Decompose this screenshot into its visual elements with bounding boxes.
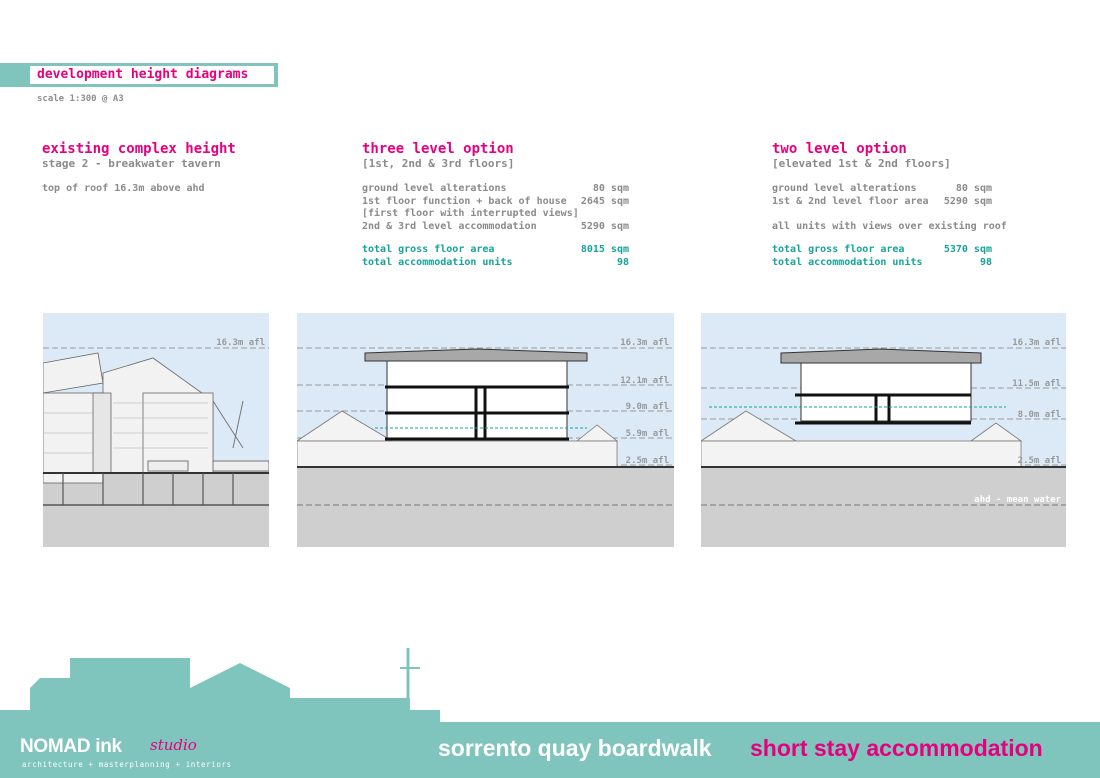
stat-value: 2645 sqm [580, 195, 629, 207]
stat-row: 1st floor function + back of house 2645 s… [362, 196, 629, 209]
stat-row: all units with views over existing roof [772, 221, 1007, 234]
total-value: 8015 sqm [580, 244, 629, 256]
three-level-stats: ground level alterations 80 sqm 1st floor… [362, 183, 629, 270]
stat-label: ground level alterations [362, 183, 507, 194]
total-value: 98 [616, 256, 629, 268]
stat-row: 2nd & 3rd level accommodation 5290 sqm [362, 221, 629, 234]
scale-note: scale 1:300 @ A3 [37, 94, 124, 104]
level-label: 16.3m afl [216, 338, 265, 348]
footer-band [0, 722, 1100, 778]
stat-label: [first floor with interrupted views] [362, 208, 579, 220]
level-label: 5.9m afl [626, 429, 669, 439]
stat-label: 1st & 2nd level floor area [772, 195, 929, 207]
title-band-inner [30, 66, 274, 84]
footer-silhouette [0, 648, 440, 724]
logo-tagline: architecture + masterplanning + interior… [22, 760, 232, 769]
level-label: 2.5m afl [1018, 456, 1061, 466]
total-row: total gross floor area 8015 sqm [362, 244, 629, 257]
total-row: total gross floor area 5370 sqm [772, 244, 992, 257]
total-label: total accommodation units [362, 256, 513, 268]
level-label: 12.1m afl [620, 376, 669, 386]
total-label: total gross floor area [362, 244, 495, 256]
three-level-section-diagram: 16.3m afl 12.1m afl 9.0m afl 5.9m afl 2.… [297, 313, 674, 547]
existing-subtitle: stage 2 - breakwater tavern [42, 157, 221, 170]
total-value: 5370 sqm [943, 244, 992, 256]
total-row: total accommodation units 98 [362, 257, 629, 270]
logo-studio: studio [150, 736, 197, 754]
stat-label: 2nd & 3rd level accommodation [362, 220, 537, 232]
total-label: total gross floor area [772, 244, 905, 256]
project-name: sorrento quay boardwalk [438, 735, 712, 761]
level-label: 2.5m afl [626, 456, 669, 466]
two-level-section-diagram: 16.3m afl 11.5m afl 8.0m afl 2.5m afl ah… [701, 313, 1066, 547]
stat-label: all units with views over existing roof [772, 220, 1007, 232]
stat-row: 1st & 2nd level floor area 5290 sqm [772, 196, 992, 209]
stat-value: 5290 sqm [943, 195, 992, 207]
level-label: 16.3m afl [620, 338, 669, 348]
total-value: 98 [979, 256, 992, 268]
existing-title: existing complex height [42, 141, 236, 157]
two-level-subtitle: [elevated 1st & 2nd floors] [772, 157, 951, 170]
three-level-title: three level option [362, 141, 514, 157]
existing-note: top of roof 16.3m above ahd [42, 183, 205, 194]
page-title: development height diagrams [37, 67, 249, 82]
project-type: short stay accommodation [750, 735, 1043, 761]
level-label: 9.0m afl [626, 402, 669, 412]
three-level-subtitle: [1st, 2nd & 3rd floors] [362, 157, 515, 170]
level-label: 16.3m afl [1012, 338, 1061, 348]
level-label: 8.0m afl [1018, 410, 1061, 420]
existing-section-diagram: 16.3m afl [43, 313, 269, 547]
stat-row: ground level alterations 80 sqm [362, 183, 629, 196]
stat-row: ground level alterations 80 sqm [772, 183, 992, 196]
two-level-stats: ground level alterations 80 sqm 1st & 2nd… [772, 183, 1007, 270]
water-label: ahd - mean water [974, 495, 1061, 505]
logo-main: NOMAD ink [20, 736, 122, 757]
stat-value: 80 sqm [592, 183, 629, 194]
level-label: 11.5m afl [1012, 379, 1061, 389]
stat-value: 5290 sqm [580, 220, 629, 232]
stat-label: ground level alterations [772, 183, 917, 194]
stat-value: 80 sqm [955, 183, 992, 194]
stat-row [772, 208, 992, 221]
total-label: total accommodation units [772, 256, 923, 268]
total-row: total accommodation units 98 [772, 257, 992, 270]
stat-label: 1st floor function + back of house [362, 195, 567, 207]
stat-row: [first floor with interrupted views] [362, 208, 629, 221]
two-level-title: two level option [772, 141, 907, 157]
